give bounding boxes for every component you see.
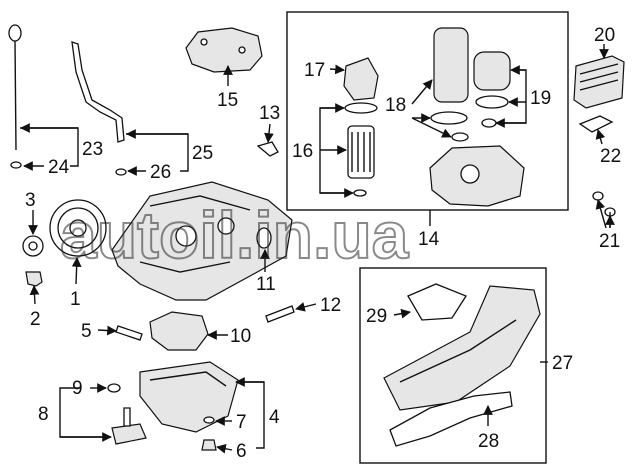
- callout-23: 23: [82, 139, 103, 160]
- housing-part-14: [429, 145, 525, 207]
- callout-2: 2: [30, 309, 41, 330]
- callout-6: 6: [236, 441, 247, 462]
- callout-3: 3: [25, 190, 36, 211]
- seal-part-3: [22, 235, 44, 257]
- callout-15: 15: [217, 90, 238, 111]
- small-seal-part-18c: [451, 132, 469, 142]
- engine-cover-part: [111, 181, 293, 301]
- filter-cap-part-17: [343, 57, 379, 101]
- dipstick-part: [8, 24, 22, 169]
- callout-5: 5: [81, 321, 92, 342]
- part-11: [256, 227, 272, 249]
- o-ring-part-16b: [353, 189, 367, 197]
- callout-18: 18: [385, 95, 406, 116]
- seals-part-21: [592, 191, 616, 217]
- callout-26: 26: [150, 162, 171, 183]
- dipstick-tube-part: [71, 41, 127, 176]
- o-ring-part-16a: [344, 102, 378, 114]
- callout-27: 27: [552, 353, 573, 374]
- callout-19: 19: [530, 88, 551, 109]
- cover-part-15: [185, 27, 263, 73]
- callout-1: 1: [70, 289, 81, 310]
- callout-28: 28: [478, 431, 499, 452]
- seal-ring-part-19b: [475, 95, 509, 109]
- callout-12: 12: [320, 295, 341, 316]
- intake-gasket-part-29: [407, 283, 467, 321]
- part-10: [149, 311, 209, 351]
- oil-filter-housing-group-box: [286, 11, 569, 211]
- callout-4: 4: [269, 407, 280, 428]
- watermark-text: autoil.in.ua: [60, 198, 410, 272]
- pulley-part: [49, 199, 107, 257]
- cooler-tube-part-18: [433, 27, 469, 103]
- callout-24: 24: [48, 157, 70, 178]
- gasket-part-22: [578, 115, 614, 133]
- callout-17: 17: [304, 60, 325, 81]
- callout-22: 22: [600, 146, 621, 167]
- ring-part-9: [107, 383, 121, 393]
- seal-ring-part-18b: [430, 111, 468, 125]
- manifold-gasket-part-28: [389, 391, 513, 447]
- callout-21: 21: [599, 231, 620, 252]
- callout-8: 8: [38, 404, 49, 425]
- filter-cap-part-19: [473, 51, 511, 91]
- intake-manifold-part-27: [383, 285, 541, 411]
- callout-9: 9: [72, 378, 83, 399]
- sealant-tube-part-5: [115, 325, 143, 341]
- leader-lines: [20, 44, 615, 454]
- filter-element-part: [347, 125, 375, 179]
- washer-part-7: [203, 416, 215, 424]
- callout-16: 16: [292, 141, 313, 162]
- callout-11: 11: [256, 274, 276, 295]
- callout-13: 13: [259, 103, 280, 124]
- callout-29: 29: [366, 306, 387, 327]
- small-seal-part-19c: [481, 118, 497, 128]
- callout-10: 10: [230, 326, 251, 347]
- callout-20: 20: [594, 25, 615, 46]
- bolt-part-2: [25, 271, 43, 287]
- callout-7: 7: [236, 412, 247, 433]
- drain-plug-part: [201, 439, 217, 451]
- intake-manifold-group-box: [359, 267, 547, 464]
- sensor-part-8: [111, 407, 147, 445]
- oil-cooler-part: [573, 55, 625, 109]
- sealant-tube-part-12: [265, 305, 295, 323]
- oil-pan-part: [139, 361, 239, 433]
- hose-part-13: [256, 141, 279, 157]
- callout-14: 14: [418, 229, 440, 250]
- callout-25: 25: [192, 143, 213, 164]
